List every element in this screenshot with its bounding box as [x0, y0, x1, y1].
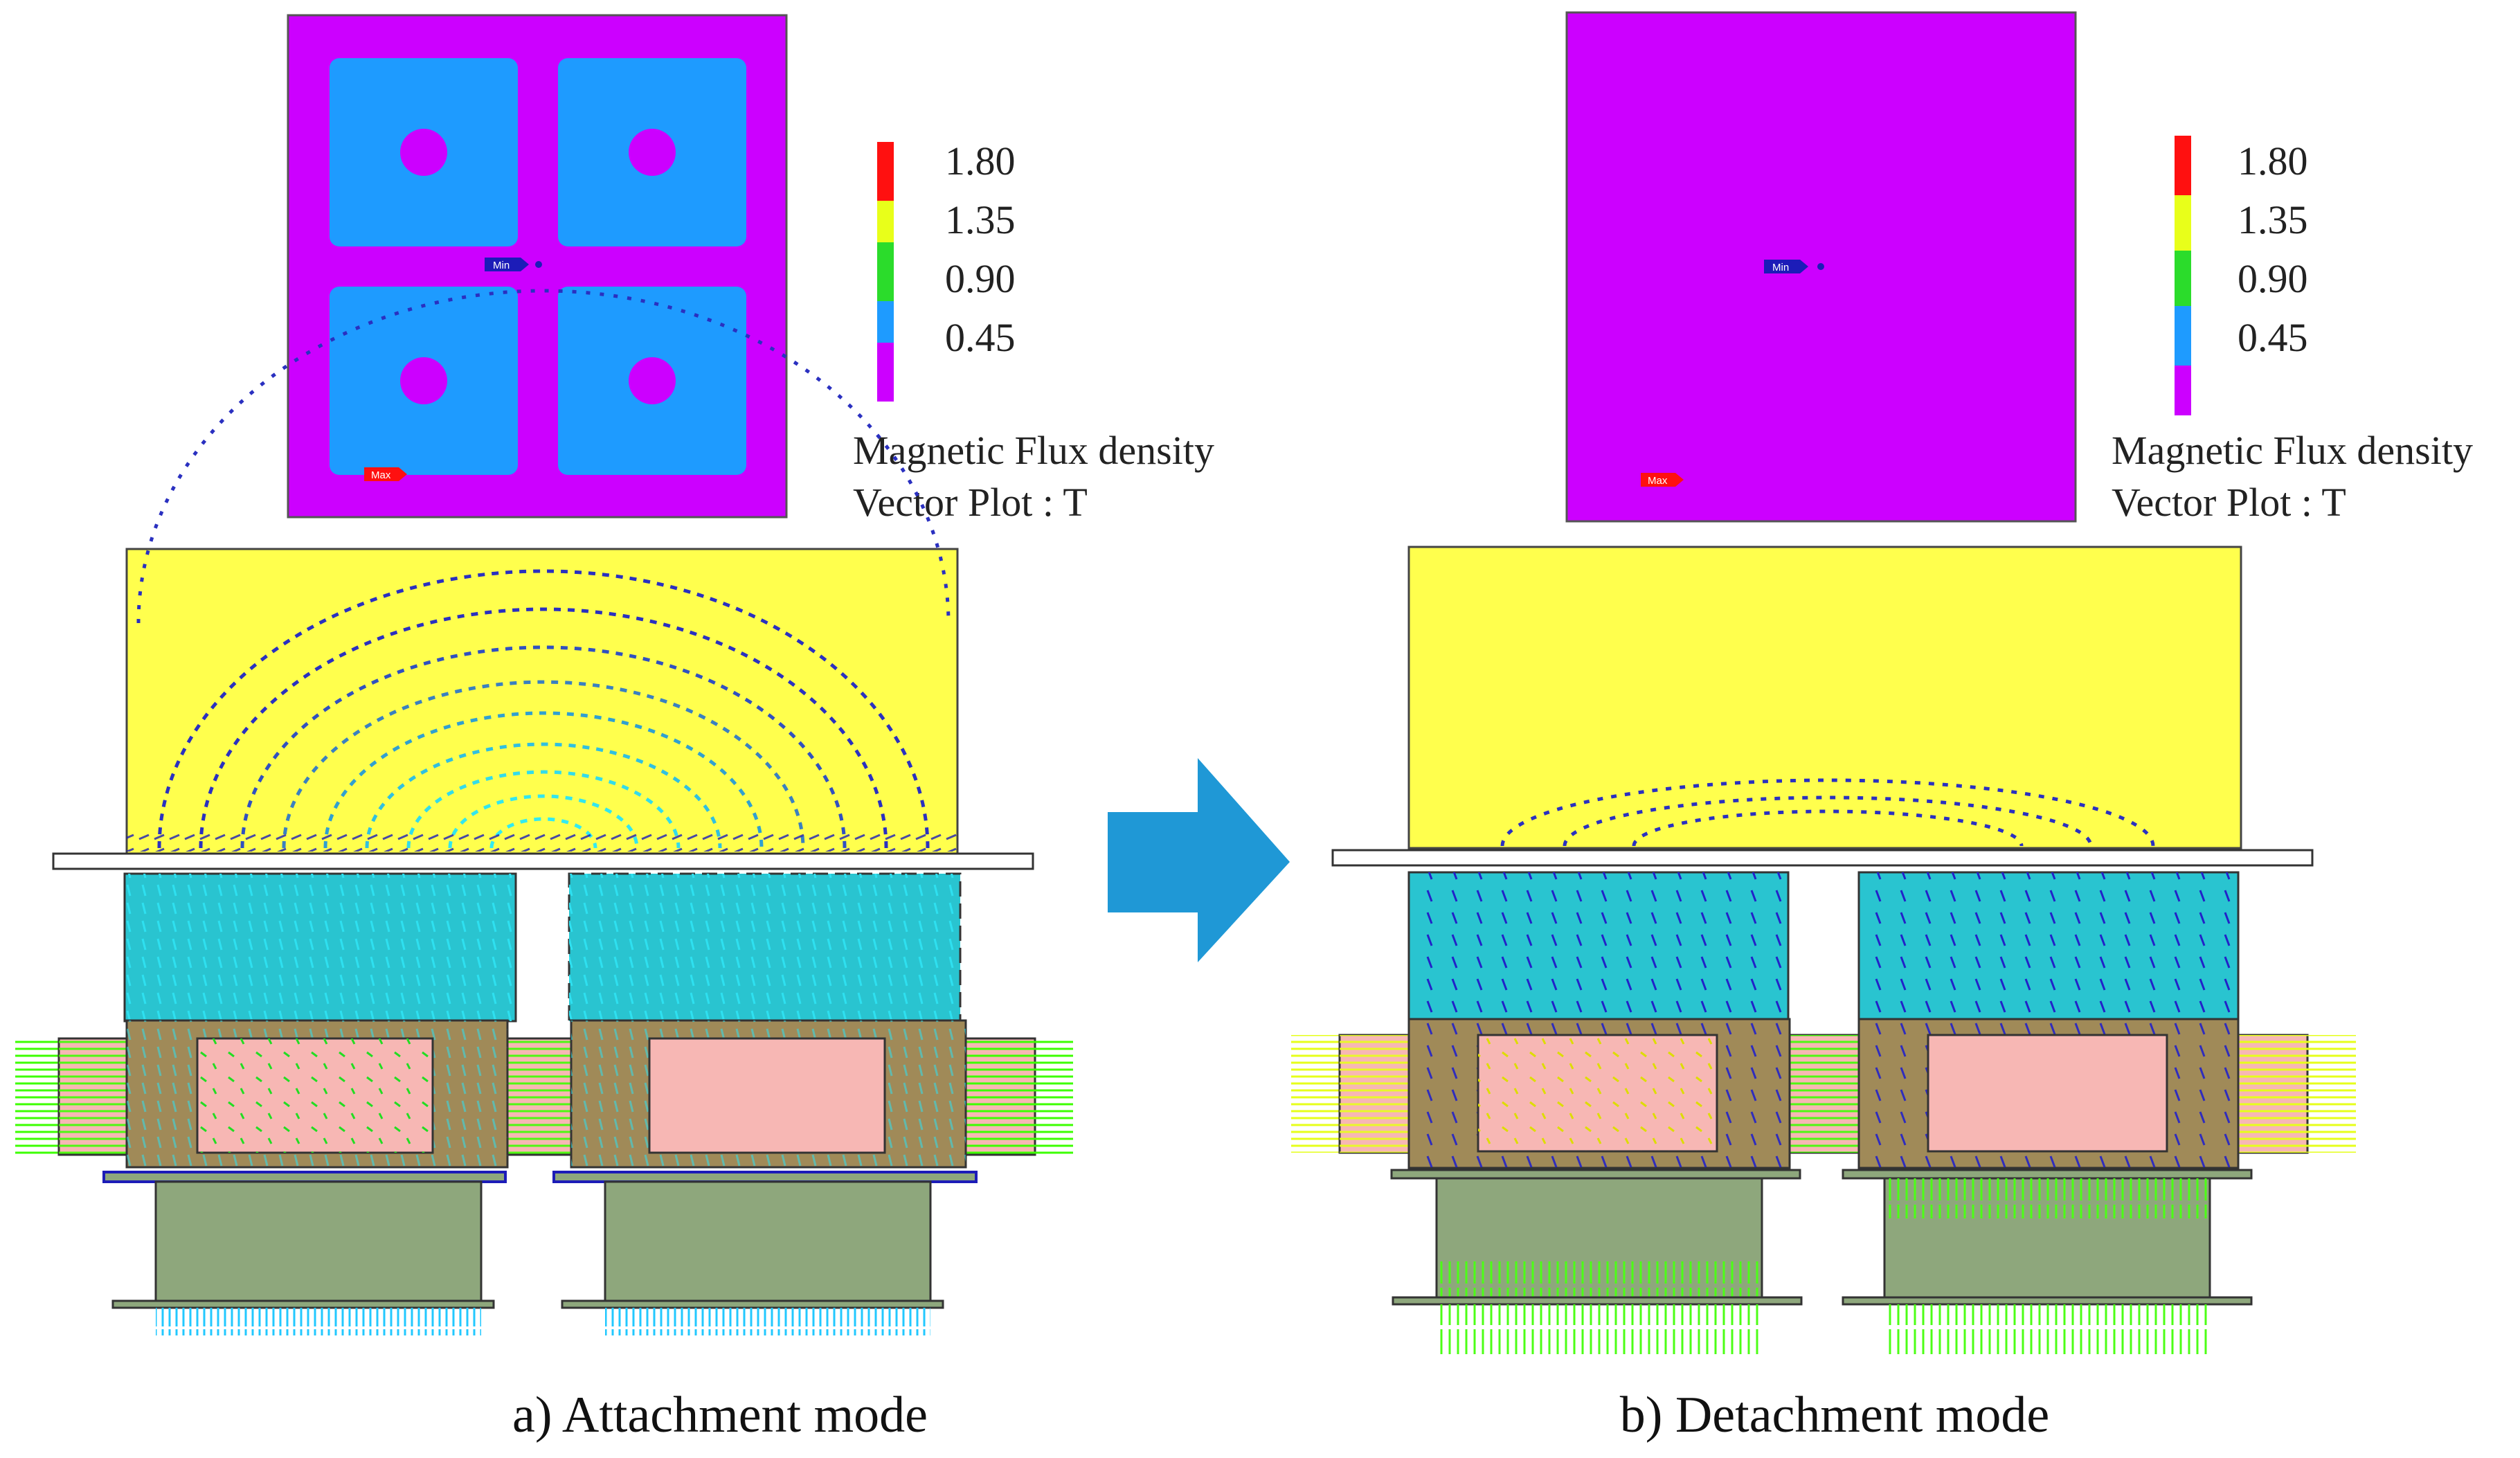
flux-vectors [569, 874, 960, 1021]
legend-a: 1.80 1.35 0.90 0.45 Magnetic Flux densit… [853, 138, 1214, 525]
legend-swatch-green [2175, 251, 2191, 306]
flux-vectors [1859, 872, 2238, 1019]
base-plate-right [552, 1171, 978, 1183]
pole-hole [629, 357, 676, 404]
legend-tick: 1.80 [945, 138, 1016, 183]
pole-hole [400, 357, 447, 404]
legend-tick: 1.35 [945, 197, 1016, 242]
legend-swatch-green [877, 242, 894, 301]
legend-swatch-yellow [2175, 195, 2191, 251]
foot-plate-left [1392, 1296, 1803, 1306]
flux-vectors-bottom [605, 1308, 930, 1335]
flux-vectors [197, 1038, 433, 1153]
contact-plate [52, 852, 1034, 870]
legend-b: 1.80 1.35 0.90 0.45 Magnetic Flux densit… [2112, 136, 2473, 525]
flux-vectors [1790, 1035, 1859, 1153]
flux-vectors-edge [127, 831, 957, 852]
coil-window-right [1927, 1034, 2168, 1153]
legend-swatch-blue [877, 301, 894, 343]
flux-vectors-bottom [1437, 1304, 1762, 1354]
flux-vectors [1409, 872, 1788, 1019]
steel-workpiece [125, 548, 959, 855]
caption-a: a) Attachment mode [512, 1387, 928, 1443]
legend-swatch-yellow [877, 201, 894, 242]
coil-flux-right [966, 1038, 1073, 1155]
legend-title-line1: Magnetic Flux density [853, 428, 1214, 473]
magnet-left [154, 1180, 483, 1302]
right-arrow-icon [1108, 758, 1290, 962]
contact-plate [1331, 849, 2314, 867]
foot-plate-left [111, 1299, 495, 1309]
max-marker: Max [1641, 473, 1684, 487]
flux-vectors [1478, 1035, 1717, 1151]
legend-tick: 0.90 [2238, 256, 2308, 301]
svg-text:Min: Min [1772, 262, 1789, 273]
base-plate-left [102, 1171, 507, 1183]
flux-vectors-bottom [1884, 1304, 2210, 1354]
legend-tick: 0.90 [945, 256, 1016, 301]
flux-vectors [1884, 1178, 2210, 1218]
panel-b: Min Max 1.80 1.35 0.90 0.45 Magnetic Flu… [1291, 11, 2473, 1443]
max-marker: Max [364, 467, 407, 481]
flux-vectors [1437, 1261, 1762, 1297]
top-view-b: Min Max [1565, 11, 2077, 523]
steel-workpiece [1407, 546, 2242, 849]
legend-title-line1: Magnetic Flux density [2112, 428, 2473, 473]
min-marker: Min [485, 258, 542, 271]
legend-title-line2: Vector Plot : T [2112, 480, 2346, 525]
legend-swatch-red [2175, 136, 2191, 195]
flux-vectors [125, 874, 516, 1021]
flux-vectors-bottom [156, 1308, 481, 1335]
flux-vectors [507, 1038, 577, 1155]
side-view-b [1291, 546, 2356, 1354]
pole-hole [400, 129, 447, 176]
flux-vector-arcs [1500, 778, 2155, 847]
pole-hole [629, 129, 676, 176]
foot-plate-right [1842, 1296, 2253, 1306]
svg-text:Min: Min [493, 260, 510, 271]
legend-swatch-blue [2175, 306, 2191, 366]
side-view-a [15, 289, 1073, 1335]
flux-vectors [59, 1038, 128, 1155]
caption-b: b) Detachment mode [1620, 1387, 2050, 1443]
foot-plate-right [561, 1299, 944, 1309]
magnet-right [604, 1180, 932, 1302]
legend-tick: 0.45 [2238, 315, 2308, 360]
flux-vectors [1340, 1035, 1409, 1153]
legend-swatch-purple [877, 343, 894, 402]
coil-flux-right [2238, 1035, 2356, 1153]
min-marker: Min [1764, 260, 1824, 273]
top-view-a: Min Max [287, 14, 788, 519]
coil-window-right [648, 1037, 886, 1154]
legend-swatch-red [877, 142, 894, 201]
legend-tick: 1.80 [2238, 138, 2308, 183]
legend-tick: 1.35 [2238, 197, 2308, 242]
legend-swatch-purple [2175, 366, 2191, 415]
svg-text:Max: Max [1648, 475, 1668, 487]
base-plate-left [1390, 1169, 1801, 1180]
svg-text:Max: Max [371, 469, 391, 481]
base-plate-right [1842, 1169, 2253, 1180]
legend-tick: 0.45 [945, 315, 1016, 360]
legend-title-line2: Vector Plot : T [853, 480, 1088, 525]
panel-a: Min Max 1.80 1.35 0.90 0.45 Magnetic Flu… [15, 14, 1214, 1443]
